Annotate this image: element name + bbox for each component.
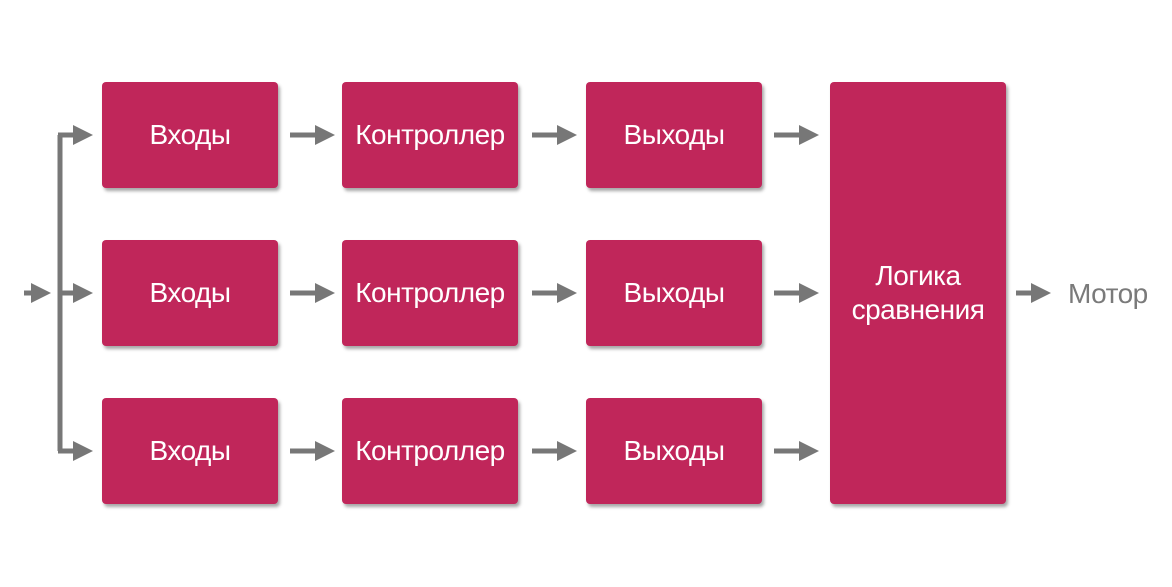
outputs-label-1: Выходы	[623, 119, 725, 150]
comparison-logic-block: Логика сравнения	[830, 82, 1006, 504]
controller-block-1: Контроллер	[342, 82, 518, 188]
inputs-block-2: Входы	[102, 240, 278, 346]
outputs-block-2: Выходы	[586, 240, 762, 346]
comparison-logic-label-line-2: сравнения	[851, 294, 985, 325]
inputs-block-3: Входы	[102, 398, 278, 504]
controller-block-3: Контроллер	[342, 398, 518, 504]
comparison-logic-label-line-1: Логика	[875, 260, 961, 291]
outputs-label-3: Выходы	[623, 435, 725, 466]
inputs-label-3: Входы	[149, 435, 231, 466]
controller-block-2: Контроллер	[342, 240, 518, 346]
controller-label-2: Контроллер	[355, 277, 505, 308]
inputs-label-2: Входы	[149, 277, 231, 308]
inputs-block-1: Входы	[102, 82, 278, 188]
inputs-label-1: Входы	[149, 119, 231, 150]
controller-label-1: Контроллер	[355, 119, 505, 150]
outputs-block-1: Выходы	[586, 82, 762, 188]
outputs-label-2: Выходы	[623, 277, 725, 308]
motor-label: Мотор	[1068, 278, 1148, 309]
controller-label-3: Контроллер	[355, 435, 505, 466]
outputs-block-3: Выходы	[586, 398, 762, 504]
